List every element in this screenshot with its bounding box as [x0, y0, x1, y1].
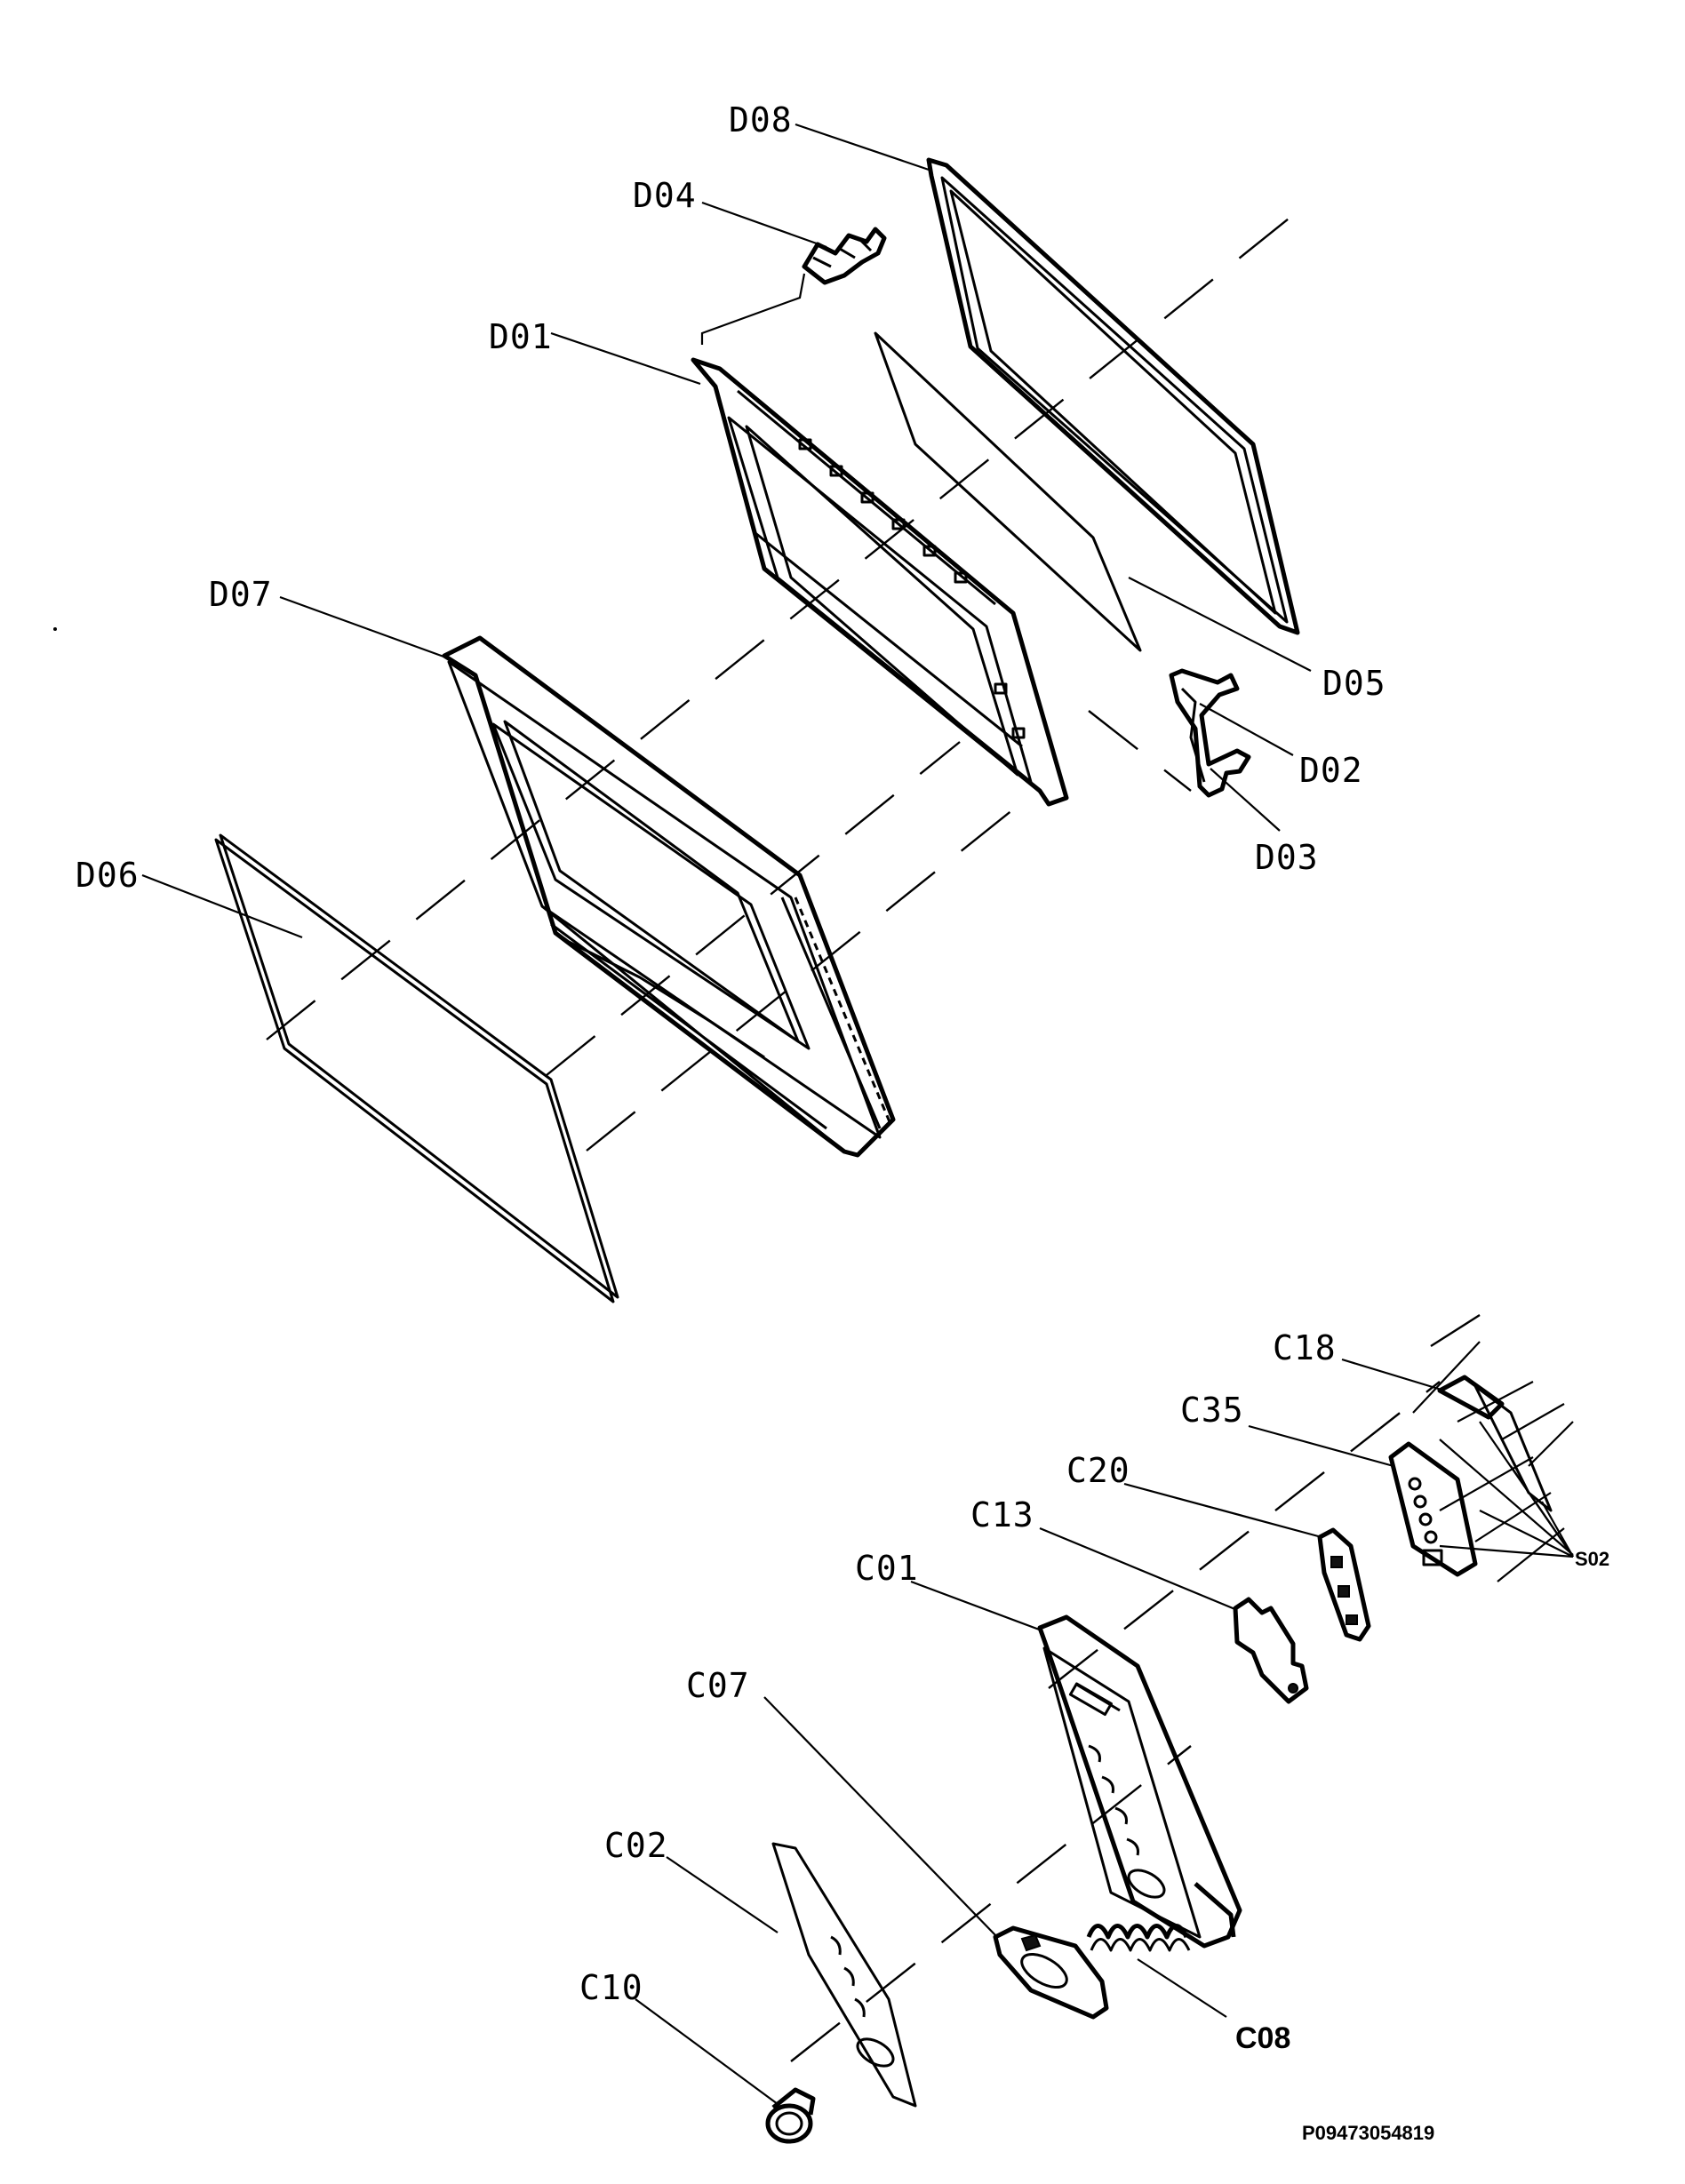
label-c13: C13 — [970, 1495, 1034, 1534]
label-d07: D07 — [209, 575, 273, 614]
part-d06-glass — [214, 833, 619, 1303]
drawing-code: P09473054819 — [1302, 2122, 1434, 2144]
label-c07: C07 — [686, 1666, 750, 1705]
control-leader-lines — [635, 1358, 1445, 2105]
label-c35: C35 — [1180, 1391, 1244, 1430]
part-c01-panel — [1037, 1614, 1242, 1949]
part-c13-bracket — [1233, 1597, 1309, 1704]
part-d07-door — [442, 635, 896, 1158]
label-d04: D04 — [633, 176, 697, 215]
label-d06: D06 — [76, 856, 140, 895]
door-assembly-axes — [266, 214, 1294, 1152]
part-c35-pcb — [1388, 1441, 1478, 1577]
part-c10-knob — [765, 2087, 816, 2144]
part-d05-glass — [874, 331, 1142, 652]
label-c08: C08 — [1235, 2021, 1290, 2055]
part-c07-actuator — [993, 1925, 1109, 2020]
door-leader-lines — [141, 123, 1312, 939]
part-d01-frame — [691, 357, 1069, 807]
part-c18-bracket — [1437, 1375, 1553, 1512]
stray-mark — [53, 627, 57, 631]
label-c02: C02 — [604, 1826, 668, 1865]
part-d08-frame — [926, 157, 1300, 635]
part-c02-overlay — [771, 1842, 917, 2108]
label-s02: S02 — [1575, 1548, 1609, 1570]
control-assembly-axes — [790, 1313, 1481, 2062]
label-c20: C20 — [1066, 1451, 1130, 1490]
d07-side-vents — [780, 897, 892, 1129]
label-d02: D02 — [1299, 751, 1363, 790]
label-d03: D03 — [1255, 838, 1319, 877]
d01-tabs — [798, 438, 1026, 739]
label-c18: C18 — [1273, 1328, 1337, 1367]
part-d02-d03-latch — [1169, 668, 1251, 798]
part-labels: D08 D04 D01 D07 D05 D02 D03 D06 C18 C35 … — [76, 100, 1609, 2144]
part-d04-hinge — [802, 227, 887, 285]
label-c01: C01 — [855, 1549, 919, 1588]
label-d01: D01 — [489, 317, 553, 356]
part-c20-lever — [1317, 1527, 1371, 1642]
label-d08: D08 — [729, 100, 793, 139]
part-c08-spring — [1086, 1924, 1191, 1952]
label-d05: D05 — [1322, 664, 1386, 703]
s02-screw-lines — [1412, 1341, 1574, 1582]
label-c10: C10 — [579, 1968, 643, 2007]
